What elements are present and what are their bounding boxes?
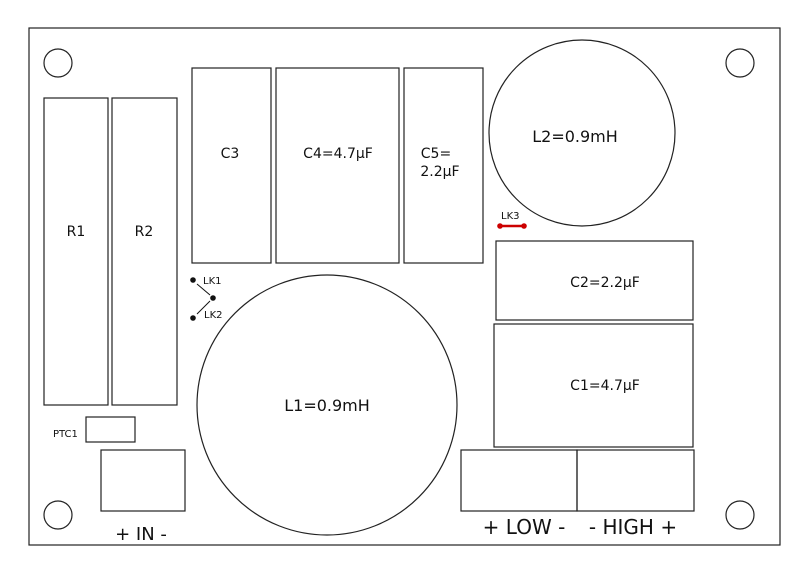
ptc1	[85, 416, 136, 443]
lk1-label: LK1	[203, 276, 222, 287]
c5-label-line1: C5=	[421, 146, 451, 162]
link-lk2	[196, 300, 211, 315]
lk3-pad-left	[497, 223, 503, 229]
lk2-pad	[190, 315, 196, 321]
c3-label: C3	[221, 146, 240, 162]
lk1-pad	[190, 277, 196, 283]
resistor-r2	[111, 97, 178, 406]
terminal-low-label: + LOW -	[483, 515, 566, 539]
l1-label: L1=0.9mH	[284, 396, 370, 415]
c5-label-line2: 2.2µF	[420, 164, 459, 180]
lk-common-pad	[210, 295, 216, 301]
l2-label: L2=0.9mH	[532, 127, 618, 146]
resistor-r1	[43, 97, 109, 406]
lk3-label: LK3	[501, 211, 520, 222]
inductor-l1	[196, 274, 458, 536]
r1-label: R1	[67, 224, 86, 240]
capacitor-c3	[191, 67, 272, 264]
lk2-label: LK2	[204, 310, 223, 321]
c4-label: C4=4.7µF	[303, 146, 373, 162]
board-outline	[28, 27, 781, 546]
terminal-in-label: + IN -	[115, 524, 167, 545]
inductor-l2	[488, 39, 676, 227]
ptc1-label: PTC1	[53, 429, 78, 440]
mounting-hole-top-left	[43, 48, 73, 78]
terminal-low	[460, 449, 578, 512]
c2-label: C2=2.2µF	[570, 275, 640, 291]
terminal-high	[576, 449, 695, 512]
r2-label: R2	[135, 224, 154, 240]
lk3-pad-right	[521, 223, 527, 229]
link-lk1	[196, 283, 211, 296]
c1-label: C1=4.7µF	[570, 378, 640, 394]
mounting-hole-bottom-right	[725, 500, 755, 530]
terminal-high-label: - HIGH +	[589, 515, 677, 539]
capacitor-c4	[275, 67, 400, 264]
terminal-in	[100, 449, 186, 512]
mounting-hole-bottom-left	[43, 500, 73, 530]
capacitor-c1	[493, 323, 694, 448]
capacitor-c5	[403, 67, 484, 264]
mounting-hole-top-right	[725, 48, 755, 78]
capacitor-c2	[495, 240, 694, 321]
